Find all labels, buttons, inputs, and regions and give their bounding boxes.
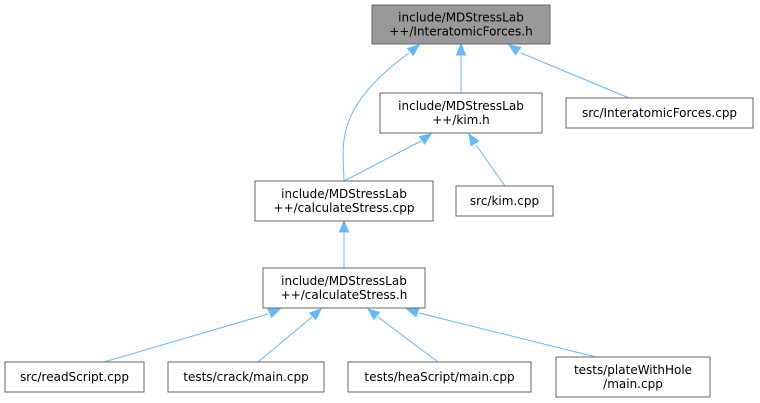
node-calculate-stress-h[interactable]: include/MDStressLab++/calculateStress.h [262,267,426,309]
edge-arrowhead [366,308,381,321]
node-label-line: ++/calculateStress.cpp [274,201,415,215]
node-label-line: ++/calculateStress.h [281,288,408,302]
edge-interatomic-forces-cpp-to-interatomic-forces-h [507,44,630,99]
edge-line [475,144,506,187]
node-interatomic-forces-h: include/MDStressLab++/InteratomicForces.… [371,4,551,45]
edge-arrowhead [338,219,350,233]
nodes-layer: include/MDStressLab++/InteratomicForces.… [4,4,754,398]
node-label-line: ++/InteratomicForces.h [389,25,532,39]
node-kim-cpp[interactable]: src/kim.cpp [455,185,554,217]
edge-line [342,52,410,182]
node-label-line: include/MDStressLab [281,274,407,288]
node-box [379,92,543,134]
node-label-line: include/MDStressLab [398,99,524,113]
node-box [262,267,426,309]
node-box [371,4,551,45]
node-label-line: ++/kim.h [432,113,490,127]
edge-arrowhead [507,44,522,56]
edge-calculate-stress-h-to-calculate-stress-cpp [338,219,350,268]
node-label-line: src/kim.cpp [470,194,539,208]
node-calculate-stress-cpp[interactable]: include/MDStressLab++/calculateStress.cp… [254,180,434,222]
edge-kim-cpp-to-kim-h [468,132,506,187]
node-label-line: include/MDStressLab [398,11,524,25]
edge-tests-plate-with-hole-main-to-calculate-stress-h [405,307,597,358]
edge-line [377,316,439,363]
node-label-line: tests/heaScript/main.cpp [364,370,514,384]
node-label-line: tests/plateWithHole [574,363,692,377]
edge-arrowhead [308,308,322,321]
edge-line [103,313,269,363]
edge-tests-hea-script-main-to-calculate-stress-h [366,308,439,363]
node-label-line: tests/crack/main.cpp [183,370,308,384]
edge-arrowhead [405,307,420,318]
edge-arrowhead [267,308,282,319]
node-label-line: /main.cpp [603,377,663,391]
node-box [555,356,711,398]
edge-line [343,140,422,182]
edge-arrowhead [455,42,467,56]
edge-kim-h-to-interatomic-forces-h [455,42,467,93]
edge-read-script-cpp-to-calculate-stress-h [103,308,282,363]
edge-calculate-stress-cpp-to-interatomic-forces-h [342,44,421,182]
node-tests-crack-main[interactable]: tests/crack/main.cpp [167,361,325,393]
node-box [254,180,434,222]
edge-arrowhead [406,44,421,57]
node-box [565,97,754,129]
node-box [455,185,554,217]
edge-calculate-stress-cpp-to-kim-h [343,133,433,182]
node-label-line: src/readScript.cpp [20,370,129,384]
node-box [347,361,532,393]
edge-line [418,312,597,358]
node-label-line: src/InteratomicForces.cpp [582,106,737,120]
edges-layer [103,42,630,363]
node-read-script-cpp[interactable]: src/readScript.cpp [4,361,145,393]
edge-arrowhead [418,133,433,145]
node-interatomic-forces-cpp[interactable]: src/InteratomicForces.cpp [565,97,754,129]
node-box [4,361,145,393]
node-tests-hea-script-main[interactable]: tests/heaScript/main.cpp [347,361,532,393]
node-kim-h[interactable]: include/MDStressLab++/kim.h [379,92,543,134]
edge-tests-crack-main-to-calculate-stress-h [257,308,322,363]
edge-arrowhead [468,132,480,147]
edge-line [520,52,630,99]
node-box [167,361,325,393]
node-tests-plate-with-hole-main[interactable]: tests/plateWithHole/main.cpp [555,356,711,398]
edge-line [257,316,313,363]
node-label-line: include/MDStressLab [281,187,407,201]
